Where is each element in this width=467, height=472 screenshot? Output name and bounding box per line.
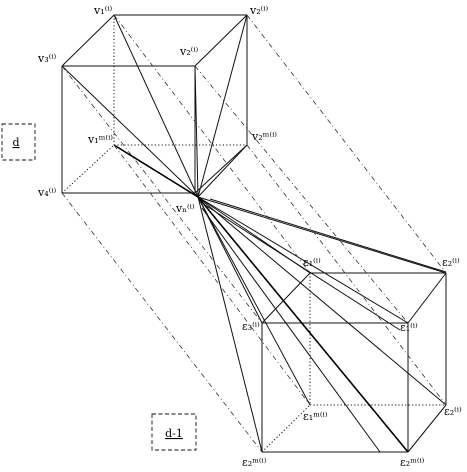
vertex-label-v8: vₙ⁽ⁱ⁾ (175, 202, 195, 215)
vertex-label-v4: v₂⁽ⁱ⁾ (179, 45, 199, 58)
upper-cube (61, 14, 248, 194)
lower-cube (261, 272, 447, 453)
upper-diagonals (61, 14, 248, 198)
box-d: d (1, 123, 36, 161)
vertex-label-v2: v₂⁽ⁱ⁾ (249, 4, 269, 17)
box-d-minus-1: d-1 (151, 413, 197, 451)
vertex-label-e8: ε₂ᵐ⁽ⁱ⁾ (400, 456, 425, 469)
vertex-label-e2: ε₂⁽ⁱ⁾ (442, 256, 460, 269)
vertex-label-v1: v₁⁽ⁱ⁾ (93, 4, 113, 17)
vertex-label-e7: ε₂ᵐ⁽ⁱ⁾ (242, 456, 267, 469)
upper-vertex-labels: v₁⁽ⁱ⁾ v₂⁽ⁱ⁾ v₃⁽ⁱ⁾ v₂⁽ⁱ⁾ v₁ᵐ⁽ⁱ⁾ v₂ᵐ⁽ⁱ⁾ v₄… (37, 4, 277, 215)
vertex-label-e1: ε₁⁽ⁱ⁾ (303, 256, 321, 269)
box-d-label: d (12, 136, 19, 149)
vertex-label-v5: v₁ᵐ⁽ⁱ⁾ (87, 133, 113, 146)
vertex-label-e4: ε₁⁽ⁱ⁾ (400, 321, 418, 334)
projection-lines (61, 14, 447, 453)
vertex-label-e3: ε₃⁽ⁱ⁾ (242, 320, 260, 333)
vertex-label-v7: v₄⁽ⁱ⁾ (37, 186, 57, 199)
lower-vertex-labels: ε₁⁽ⁱ⁾ ε₂⁽ⁱ⁾ ε₃⁽ⁱ⁾ ε₁⁽ⁱ⁾ ε₂⁽ⁱ⁾ ε₁ᵐ⁽ⁱ⁾ ε₂ᵐ… (242, 256, 462, 469)
fan-lines (197, 196, 447, 453)
vertex-label-e5: ε₂⁽ⁱ⁾ (444, 405, 462, 418)
box-d-minus-1-label: d-1 (165, 427, 183, 440)
vertex-label-e6: ε₁ᵐ⁽ⁱ⁾ (303, 410, 328, 423)
vertex-label-v3: v₃⁽ⁱ⁾ (37, 52, 57, 65)
vertex-label-v6: v₂ᵐ⁽ⁱ⁾ (251, 130, 277, 143)
